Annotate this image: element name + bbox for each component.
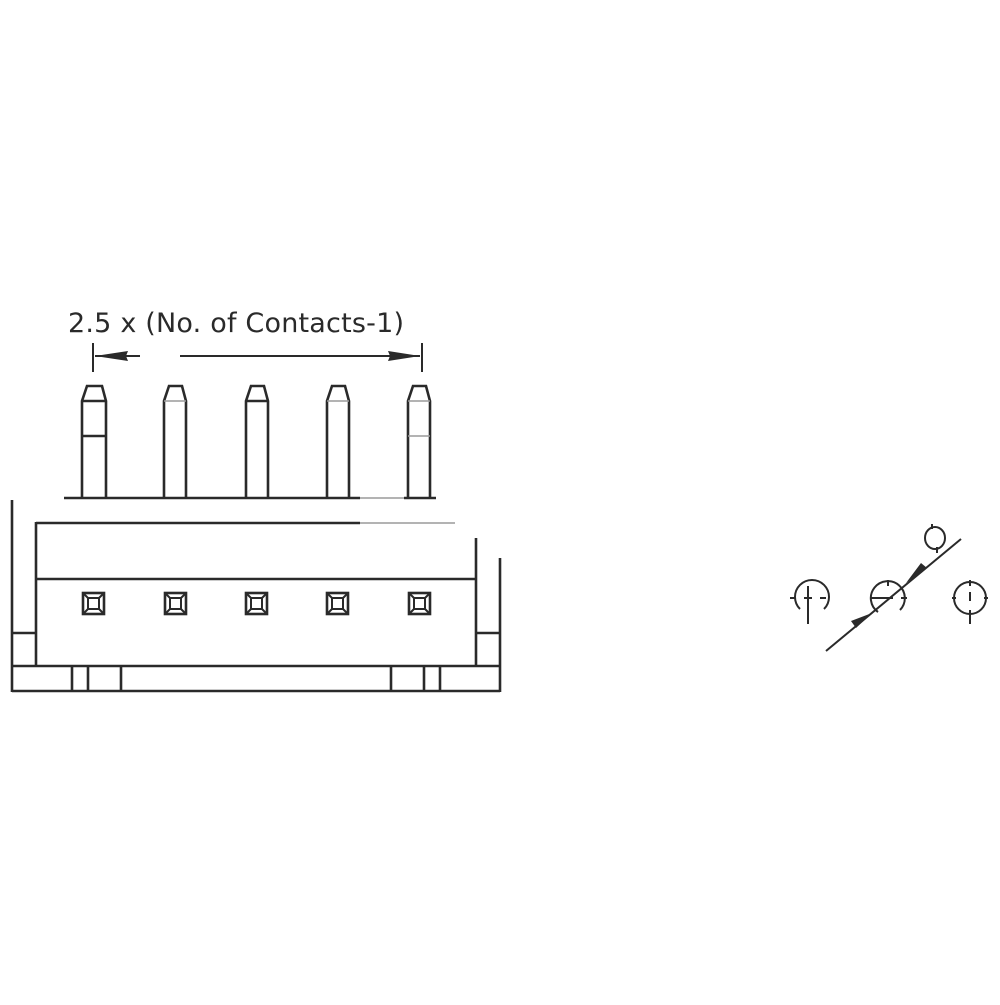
contact-pin-2 [162, 384, 188, 497]
left-circle-symbol-icon [790, 578, 830, 624]
contact-pin-5 [406, 384, 432, 497]
pitch-dimension-label: 2.5 x (No. of Contacts-1) [68, 308, 405, 339]
pin-hole-1 [81, 591, 106, 616]
pin-hole-3 [244, 591, 269, 616]
contact-pin-1 [80, 384, 108, 497]
pitch-dimension-line [92, 343, 423, 372]
contact-pin-4 [325, 384, 351, 497]
center-circle-leader-symbol-icon [825, 524, 962, 652]
right-circle-symbol-icon [952, 580, 988, 624]
contact-pin-3 [244, 384, 270, 497]
pin-hole-2 [163, 591, 188, 616]
pin-hole-5 [407, 591, 432, 616]
pin-hole-4 [325, 591, 350, 616]
connector-housing [10, 500, 502, 693]
